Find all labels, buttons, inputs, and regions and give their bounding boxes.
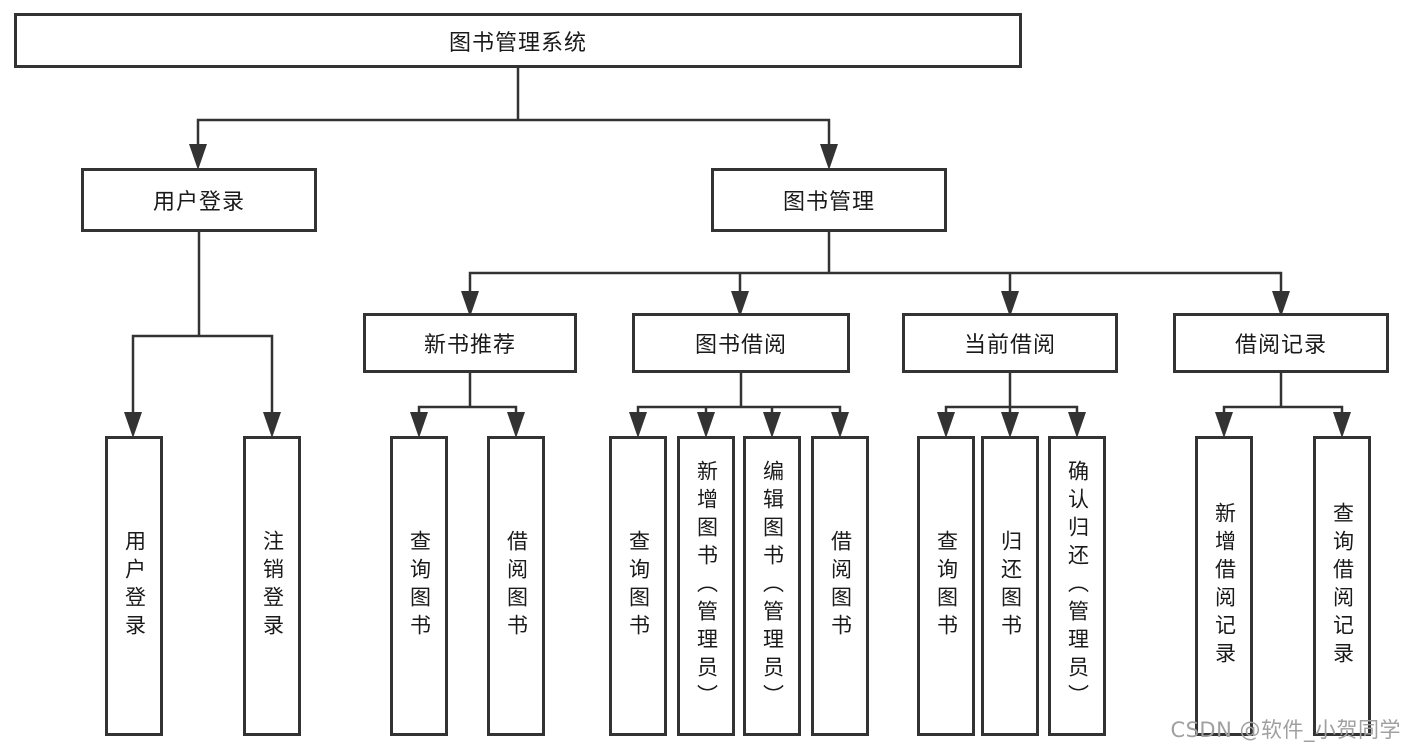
leaf-query-books-1-label: 查询图书 <box>407 530 432 642</box>
node-current-borrow-label: 当前借阅 <box>963 333 1056 358</box>
node-book-management-label: 图书管理 <box>782 190 875 215</box>
connector-segments <box>131 66 1344 416</box>
arrowheads <box>124 144 1351 438</box>
leaf-logout: 注销登录 <box>243 436 301 736</box>
leaf-return-book-label: 归还图书 <box>998 530 1023 642</box>
leaf-logout-label: 注销登录 <box>260 530 285 642</box>
node-user-login: 用户登录 <box>81 168 317 232</box>
node-borrow-records-label: 借阅记录 <box>1234 333 1327 358</box>
leaf-add-book-admin-label: 新增图书（管理员） <box>694 460 719 712</box>
node-root: 图书管理系统 <box>14 13 1022 68</box>
leaf-query-books-3-label: 查询图书 <box>934 530 959 642</box>
leaf-add-borrow-record-label: 新增借阅记录 <box>1212 502 1237 670</box>
leaf-borrow-books-2: 借阅图书 <box>811 436 869 736</box>
node-borrow-records: 借阅记录 <box>1173 313 1389 373</box>
leaf-borrow-books-2-label: 借阅图书 <box>828 530 853 642</box>
node-root-label: 图书管理系统 <box>448 30 587 56</box>
csdn-watermark: CSDN @软件_小贺同学 <box>1170 718 1401 742</box>
node-new-book-recommend-label: 新书推荐 <box>423 333 516 358</box>
leaf-confirm-return-admin-label: 确认归还（管理员） <box>1065 460 1090 712</box>
node-user-login-label: 用户登录 <box>152 190 245 215</box>
leaf-add-book-admin: 新增图书（管理员） <box>677 436 735 736</box>
leaf-query-books-2: 查询图书 <box>609 436 667 736</box>
leaf-user-login-label: 用户登录 <box>122 530 147 642</box>
node-book-borrow: 图书借阅 <box>632 313 850 373</box>
leaf-user-login: 用户登录 <box>105 436 163 736</box>
node-new-book-recommend: 新书推荐 <box>363 313 577 373</box>
node-book-management: 图书管理 <box>711 168 947 232</box>
leaf-confirm-return-admin: 确认归还（管理员） <box>1048 436 1106 736</box>
leaf-borrow-books-1-label: 借阅图书 <box>504 530 529 642</box>
leaf-query-books-2-label: 查询图书 <box>626 530 651 642</box>
leaf-edit-book-admin: 编辑图书（管理员） <box>743 436 801 736</box>
leaf-query-borrow-record: 查询借阅记录 <box>1313 436 1371 736</box>
leaf-borrow-books-1: 借阅图书 <box>487 436 545 736</box>
leaf-query-books-3: 查询图书 <box>917 436 975 736</box>
leaf-query-borrow-record-label: 查询借阅记录 <box>1330 502 1355 670</box>
leaf-add-borrow-record: 新增借阅记录 <box>1195 436 1253 736</box>
leaf-edit-book-admin-label: 编辑图书（管理员） <box>760 460 785 712</box>
node-book-borrow-label: 图书借阅 <box>694 333 787 358</box>
leaf-return-book: 归还图书 <box>981 436 1039 736</box>
node-current-borrow: 当前借阅 <box>902 313 1118 373</box>
leaf-query-books-1: 查询图书 <box>390 436 448 736</box>
